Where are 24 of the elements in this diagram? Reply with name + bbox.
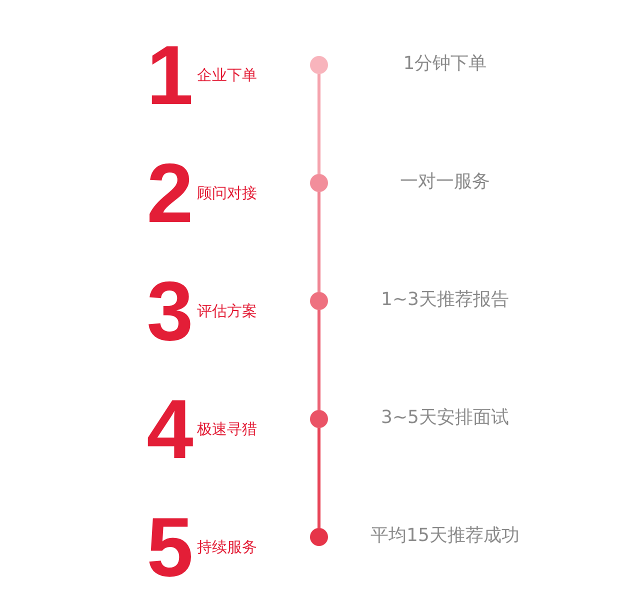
timeline-segment bbox=[318, 74, 320, 174]
timeline-segment bbox=[318, 310, 320, 410]
step-number: 4 bbox=[146, 384, 194, 474]
timeline-dot bbox=[310, 410, 328, 428]
step-description: 1分钟下单 bbox=[403, 53, 487, 75]
step-label: 评估方案 bbox=[197, 302, 257, 320]
timeline-dot bbox=[310, 174, 328, 192]
step-description: 1~3天推荐报告 bbox=[381, 289, 509, 311]
step-description: 平均15天推荐成功 bbox=[370, 525, 520, 547]
step-number: 1 bbox=[146, 30, 194, 120]
timeline-segment bbox=[318, 192, 320, 292]
timeline-dot bbox=[310, 292, 328, 310]
step-label: 极速寻猎 bbox=[197, 420, 257, 438]
step-number: 3 bbox=[146, 266, 194, 356]
timeline-dot bbox=[310, 56, 328, 74]
timeline-segment bbox=[318, 428, 320, 528]
step-label: 企业下单 bbox=[197, 66, 257, 84]
timeline-dot bbox=[310, 528, 328, 546]
step-label: 顾问对接 bbox=[197, 184, 257, 202]
step-description: 一对一服务 bbox=[400, 171, 490, 193]
step-description: 3~5天安排面试 bbox=[381, 407, 509, 429]
step-number: 2 bbox=[146, 148, 194, 238]
step-number: 5 bbox=[146, 502, 194, 592]
step-label: 持续服务 bbox=[197, 538, 257, 556]
